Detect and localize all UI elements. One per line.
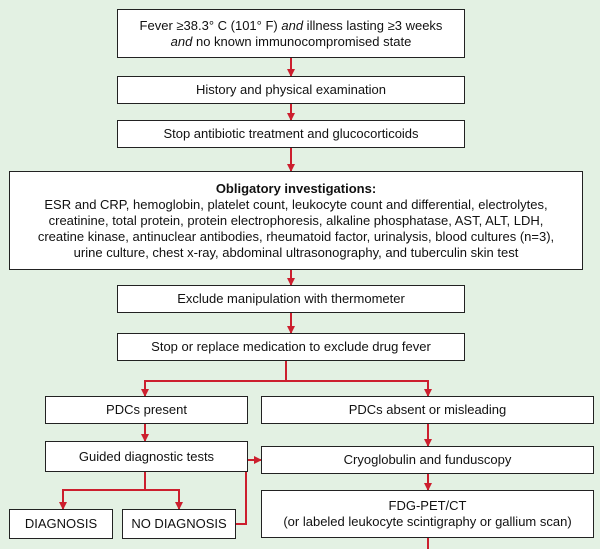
diagnosis-box: DIAGNOSIS xyxy=(9,509,113,539)
stop-medication-label: Stop or replace medication to exclude dr… xyxy=(151,339,431,354)
stop-antibiotics-box: Stop antibiotic treatment and glucocorti… xyxy=(117,120,465,148)
stop-medication-box: Stop or replace medication to exclude dr… xyxy=(117,333,465,361)
fever-criteria-box: Fever ≥38.3° C (101° F) and illness last… xyxy=(117,9,465,58)
obligatory-line-3: creatine kinase, antinuclear antibodies,… xyxy=(37,228,555,244)
obligatory-line-4: urine culture, chest x-ray, abdominal ul… xyxy=(73,244,519,260)
fdg-pet-line-1: FDG-PET/CT xyxy=(388,498,467,513)
no-diagnosis-label: NO DIAGNOSIS xyxy=(131,516,227,531)
fever-criteria-line-1: Fever ≥38.3° C (101° F) and illness last… xyxy=(139,17,443,33)
diagnosis-label: DIAGNOSIS xyxy=(24,516,98,531)
fdg-pet-line-2: (or labeled leukocyte scintigraphy or ga… xyxy=(283,514,572,529)
stop-antibiotics-label: Stop antibiotic treatment and glucocorti… xyxy=(163,126,419,141)
guided-tests-box: Guided diagnostic tests xyxy=(45,441,248,472)
history-box: History and physical examination xyxy=(117,76,465,104)
exclude-manipulation-box: Exclude manipulation with thermometer xyxy=(117,285,465,313)
obligatory-investigations-title: Obligatory investigations: xyxy=(215,180,377,196)
arrow-split-to-pdcs-absent xyxy=(286,380,432,397)
arrow-split-to-pdcs-present xyxy=(141,361,287,397)
exclude-manipulation-label: Exclude manipulation with thermometer xyxy=(177,291,405,306)
cryoglobulin-label: Cryoglobulin and funduscopy xyxy=(343,452,512,467)
history-label: History and physical examination xyxy=(195,82,387,97)
arrow-no-diagnosis-to-cryoglobulin xyxy=(236,456,262,525)
guided-tests-label: Guided diagnostic tests xyxy=(78,448,215,464)
arrow-guided-to-diagnosis xyxy=(59,472,146,510)
pdcs-present-box: PDCs present xyxy=(45,396,248,424)
pdcs-absent-box: PDCs absent or misleading xyxy=(261,396,594,424)
arrow-guided-to-no-diagnosis xyxy=(145,489,183,510)
cryoglobulin-box: Cryoglobulin and funduscopy xyxy=(261,446,594,474)
no-diagnosis-box: NO DIAGNOSIS xyxy=(122,509,236,539)
fever-criteria-line-2: and no known immunocompromised state xyxy=(170,33,412,49)
obligatory-investigations-box: Obligatory investigations: ESR and CRP, … xyxy=(9,171,583,270)
pdcs-absent-label: PDCs absent or misleading xyxy=(348,402,507,417)
fdg-pet-box: FDG-PET/CT (or labeled leukocyte scintig… xyxy=(261,490,594,538)
obligatory-line-2: creatinine, total protein, protein elect… xyxy=(48,212,544,228)
obligatory-line-1: ESR and CRP, hemoglobin, platelet count,… xyxy=(44,196,548,212)
pdcs-present-label: PDCs present xyxy=(106,402,187,417)
